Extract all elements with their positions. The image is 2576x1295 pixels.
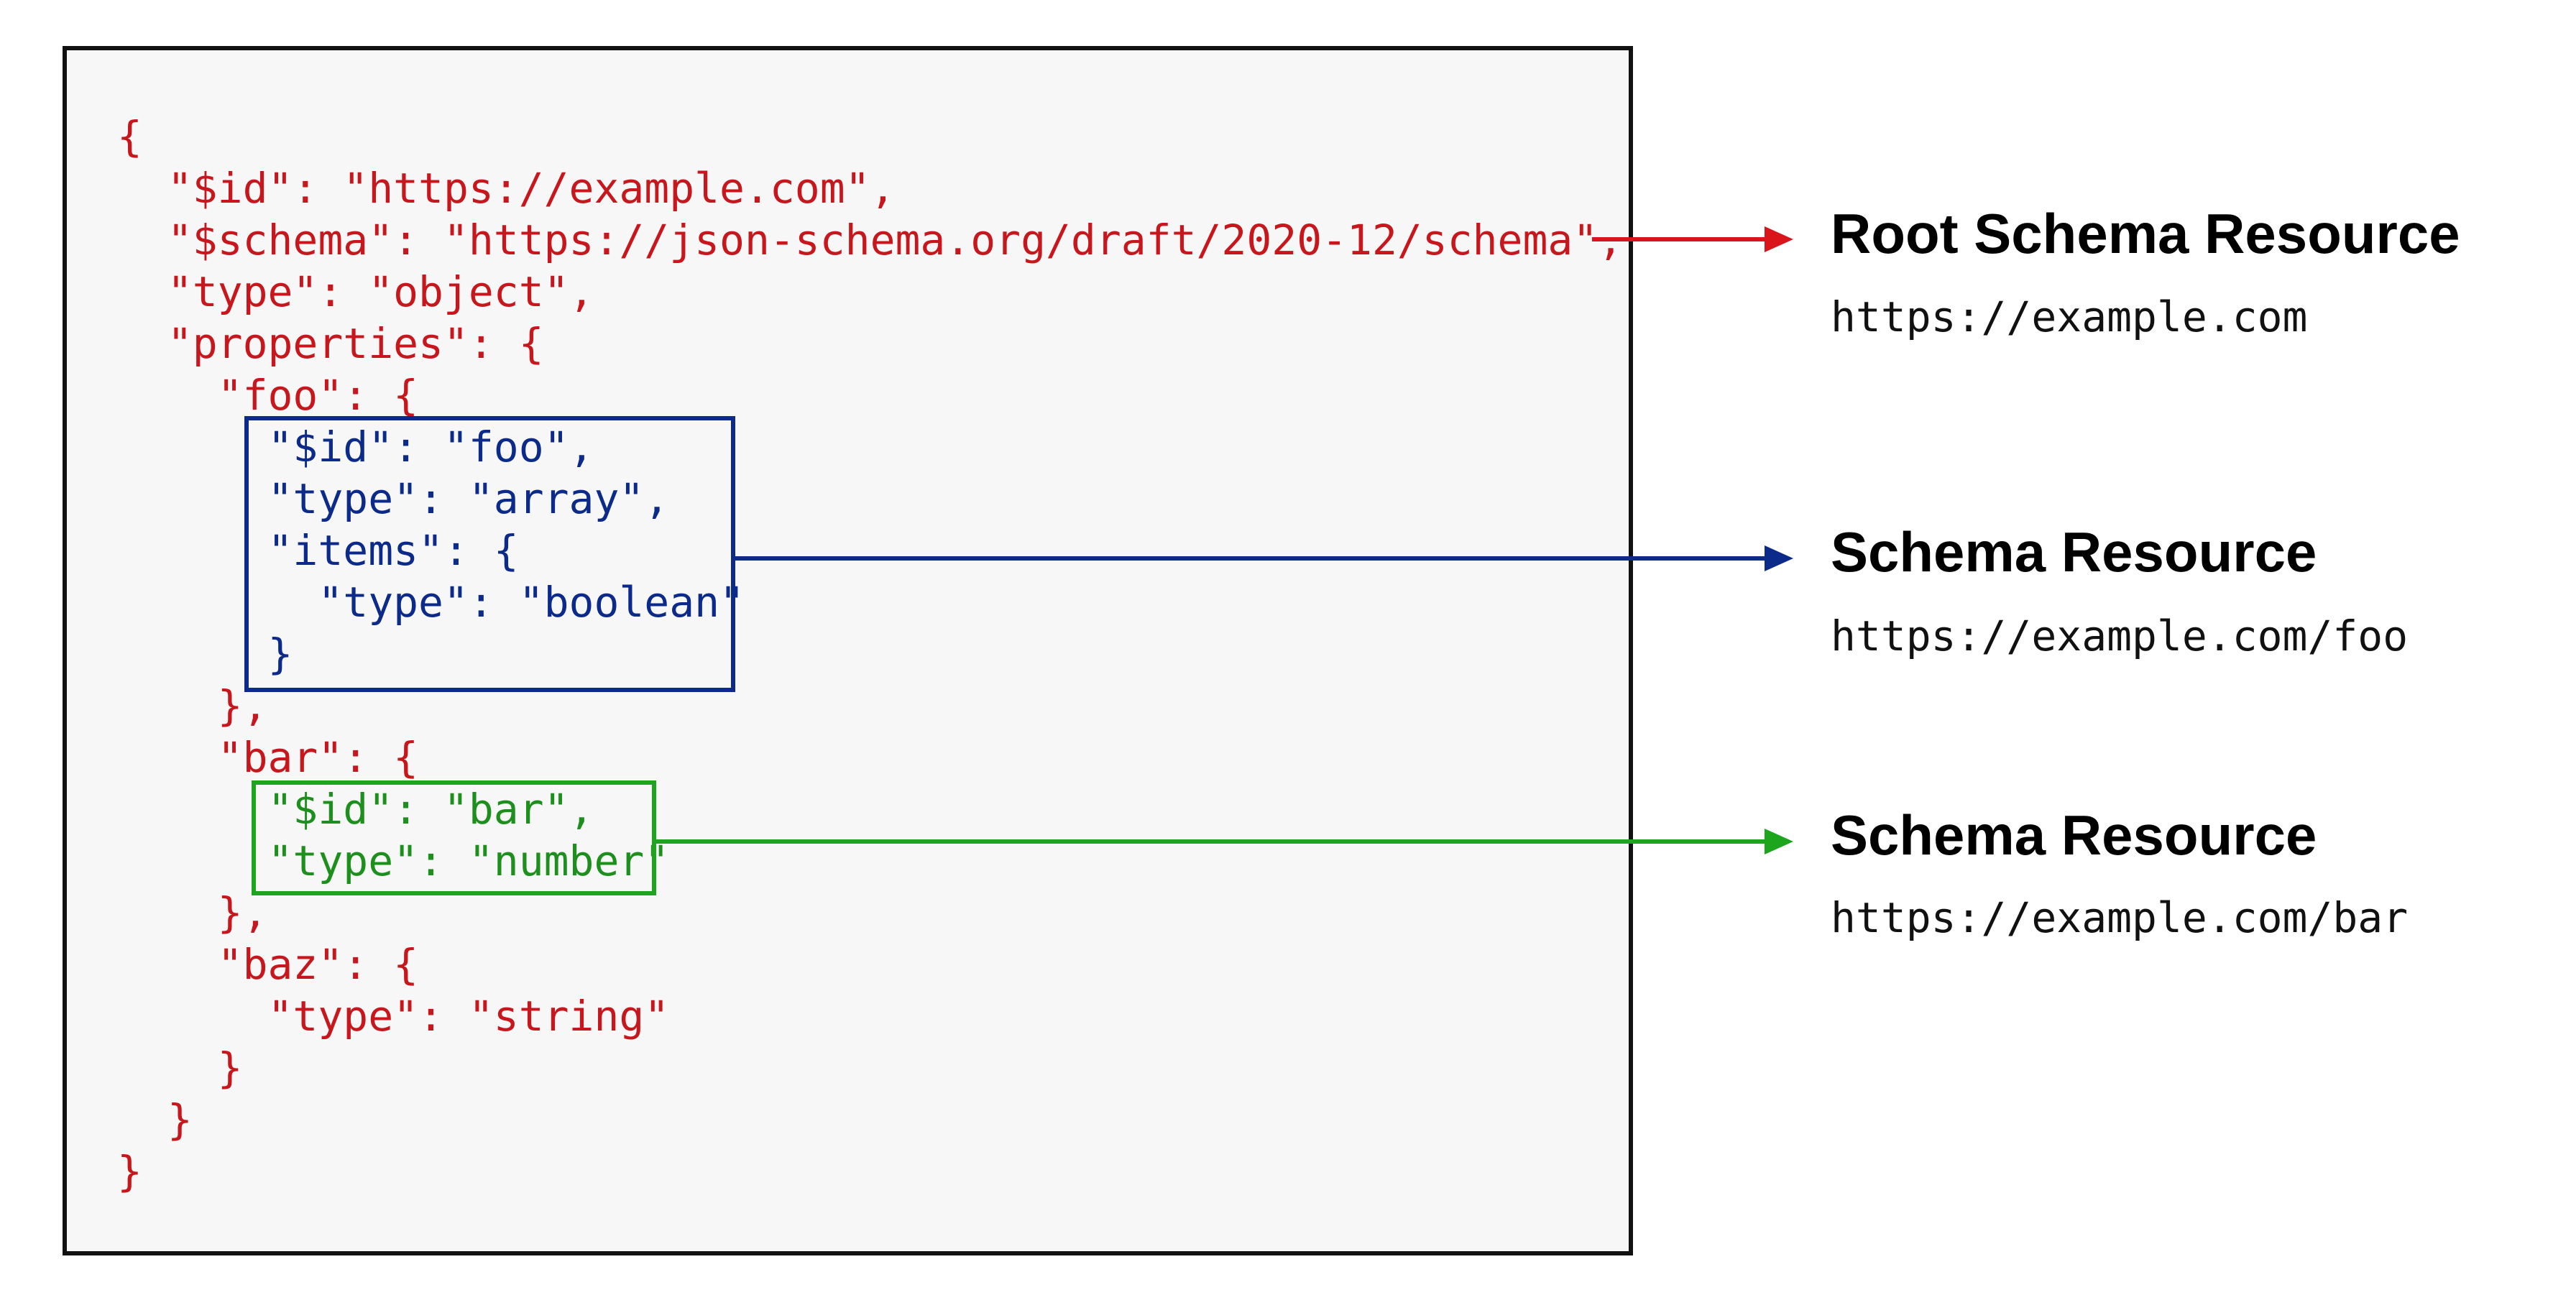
code-line: } — [117, 1095, 193, 1144]
foo-schema-resource-url: https://example.com/foo — [1831, 612, 2409, 660]
code-line: "type": "object", — [117, 267, 594, 316]
root-resource-arrowhead — [1765, 226, 1793, 252]
code-line: "properties": { — [117, 319, 544, 368]
code-line: "type": "string" — [117, 992, 670, 1041]
code-line: "bar": { — [117, 733, 419, 782]
code-line: } — [117, 630, 293, 678]
code-line: "type": "array", — [117, 474, 670, 523]
code-line: "foo": { — [117, 371, 419, 420]
root-schema-resource-title: Root Schema Resource — [1831, 202, 2460, 265]
code-line: "$id": "https://example.com", — [117, 164, 896, 213]
code-line: "$id": "foo", — [117, 423, 594, 471]
code-line: "items": { — [117, 526, 519, 575]
bar-resource-highlight-box — [252, 780, 656, 895]
code-line: { — [117, 112, 142, 161]
bar-resource-arrowhead — [1765, 829, 1793, 854]
root-schema-resource-url: https://example.com — [1831, 292, 2308, 341]
code-line: "type": "boolean" — [117, 578, 745, 627]
code-line: }, — [117, 888, 268, 937]
bar-schema-resource-url: https://example.com/bar — [1831, 893, 2409, 942]
code-line: "baz": { — [117, 940, 419, 989]
json-schema-code-panel: { "$id": "https://example.com", "$schema… — [63, 46, 1633, 1255]
code-line: "type": "number" — [117, 837, 670, 885]
code-line: } — [117, 1043, 243, 1092]
bar-schema-resource-title: Schema Resource — [1831, 803, 2317, 867]
code-line: "$schema": "https://json-schema.org/draf… — [117, 216, 1624, 264]
code-line: } — [117, 1147, 142, 1196]
foo-schema-resource-title: Schema Resource — [1831, 520, 2317, 584]
code-line: "$id": "bar", — [117, 785, 594, 834]
foo-resource-highlight-box — [244, 416, 735, 692]
foo-resource-arrowhead — [1765, 545, 1793, 571]
